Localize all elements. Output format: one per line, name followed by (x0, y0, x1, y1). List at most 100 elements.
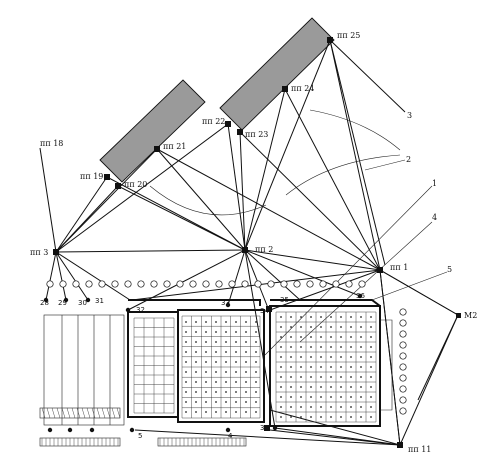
hatch-line (51, 407, 56, 419)
grid-dot (350, 356, 352, 358)
grid-dot (205, 371, 207, 373)
grid-dot (300, 416, 302, 418)
grid-dot (185, 371, 187, 373)
grid-dot (245, 381, 247, 383)
grid-dot (340, 316, 342, 318)
grid-dot (340, 326, 342, 328)
grid-dot (280, 376, 282, 378)
sight-rays (39, 39, 459, 446)
field-34: 34 (260, 307, 269, 315)
grid-dot (300, 376, 302, 378)
grid-a-lines (133, 317, 175, 414)
grid-dot (290, 356, 292, 358)
label-pp19: пп 19 (80, 172, 103, 181)
grid-dot (330, 386, 332, 388)
grid-dot (225, 371, 227, 373)
grid-dot (185, 361, 187, 363)
label-pp23: пп 23 (245, 130, 268, 139)
grid-dot (185, 321, 187, 323)
grid-dot (340, 396, 342, 398)
boundary-circle (399, 385, 407, 393)
grid-dot (195, 321, 197, 323)
grid-dot (360, 346, 362, 348)
grid-dot (255, 371, 257, 373)
hatch-line (56, 407, 61, 419)
grid-dot (310, 336, 312, 338)
survey-point (43, 297, 49, 303)
grid-dot (280, 336, 282, 338)
survey-point (63, 297, 69, 303)
grid-dot (215, 381, 217, 383)
grid-dot (370, 336, 372, 338)
grid-dot (340, 416, 342, 418)
label-pp1: пп 1 (390, 263, 408, 272)
grid-dot (350, 326, 352, 328)
boundary-circle (163, 280, 171, 288)
boundary-circle (85, 280, 93, 288)
grid-dot (310, 386, 312, 388)
grid-dot (370, 406, 372, 408)
hatch-line (66, 407, 71, 419)
field-30: 30 (78, 299, 87, 307)
grid-dot (320, 366, 322, 368)
field-28: 28 (40, 299, 49, 307)
hatch-line (71, 407, 76, 419)
boundary-circle (345, 280, 353, 288)
grid-dot (330, 356, 332, 358)
callout-3: 3 (407, 111, 412, 120)
grid-dot (330, 376, 332, 378)
grid-dot (185, 331, 187, 333)
callout-4: 4 (432, 213, 437, 222)
grid-dot (310, 316, 312, 318)
label-pp22: пп 22 (202, 117, 225, 126)
grid-dot (350, 396, 352, 398)
grid-dot (280, 356, 282, 358)
grid-dot (225, 351, 227, 353)
hatch-line (76, 407, 81, 419)
boundary-circle (150, 280, 158, 288)
grid-dot (370, 326, 372, 328)
grid-dot (340, 336, 342, 338)
boundary-circle (59, 280, 67, 288)
building-left (99, 79, 206, 183)
survey-point (125, 307, 131, 313)
grid-dot (350, 346, 352, 348)
grid-dot (370, 396, 372, 398)
field-5: 5 (138, 432, 142, 440)
grid-dot (280, 416, 282, 418)
grid-dot (340, 386, 342, 388)
boundary-circle (399, 330, 407, 338)
grid-dot (255, 331, 257, 333)
grid-dot (255, 411, 257, 413)
grid-dot (205, 381, 207, 383)
grid-dot (300, 356, 302, 358)
grid-dot (280, 366, 282, 368)
grid-dot (330, 396, 332, 398)
boundary-circle (202, 280, 210, 288)
survey-point (85, 297, 91, 303)
grid-dot (310, 346, 312, 348)
grid-dot (205, 391, 207, 393)
field-32: 32 (136, 306, 145, 314)
grid-dot (320, 356, 322, 358)
boundary-circle (399, 407, 407, 415)
grid-dot (255, 351, 257, 353)
grid-dot (185, 401, 187, 403)
grid-dot (360, 356, 362, 358)
boundary-circle (98, 280, 106, 288)
grid-dot (215, 401, 217, 403)
boundary-circle (189, 280, 197, 288)
callout-2: 2 (406, 155, 411, 164)
grid-dot (215, 321, 217, 323)
boundary-circle (399, 319, 407, 327)
boundary-circle (293, 280, 301, 288)
grid-dot (360, 326, 362, 328)
grid-dot (330, 416, 332, 418)
grid-dot (225, 361, 227, 363)
hatch-line (101, 407, 106, 419)
grid-dot (330, 316, 332, 318)
grid-dot (225, 381, 227, 383)
grid-dot (290, 386, 292, 388)
grid-dot (330, 336, 332, 338)
grid-dot (185, 391, 187, 393)
